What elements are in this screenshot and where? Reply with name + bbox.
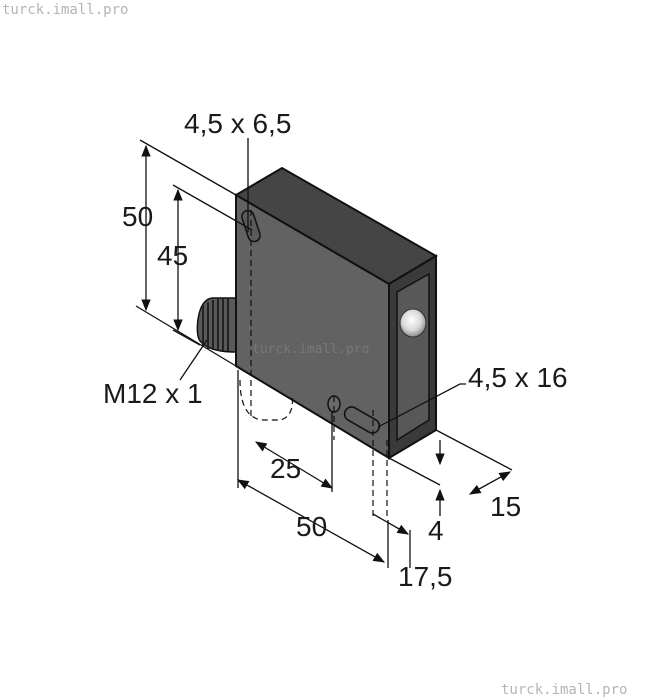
label-width-15: 15 [490,491,521,522]
side-mount-slot [343,406,381,434]
label-thickness-4: 4 [428,515,444,546]
dim-line-15 [468,471,512,495]
dimension-lines [135,138,513,568]
sensor-housing [234,166,438,460]
label-spacing-25: 25 [270,453,301,484]
label-connector: M12 x 1 [103,378,203,409]
lens [399,308,427,338]
label-height-50: 50 [122,201,153,232]
dim-line-50-depth [236,479,386,563]
label-side-slot: 4,5 x 16 [468,362,568,393]
watermark-bottom: turck.imall.pro [501,682,628,698]
label-offset-17-5: 17,5 [398,561,453,592]
label-height-45: 45 [157,240,188,271]
watermark-center: turck.imall.pro [252,342,370,357]
label-depth-50: 50 [296,511,327,542]
dim-line-17-5 [372,513,410,535]
label-top-slot: 4,5 x 6,5 [184,108,291,139]
m12-connector [196,297,237,353]
watermark-top: turck.imall.pro [2,2,129,18]
